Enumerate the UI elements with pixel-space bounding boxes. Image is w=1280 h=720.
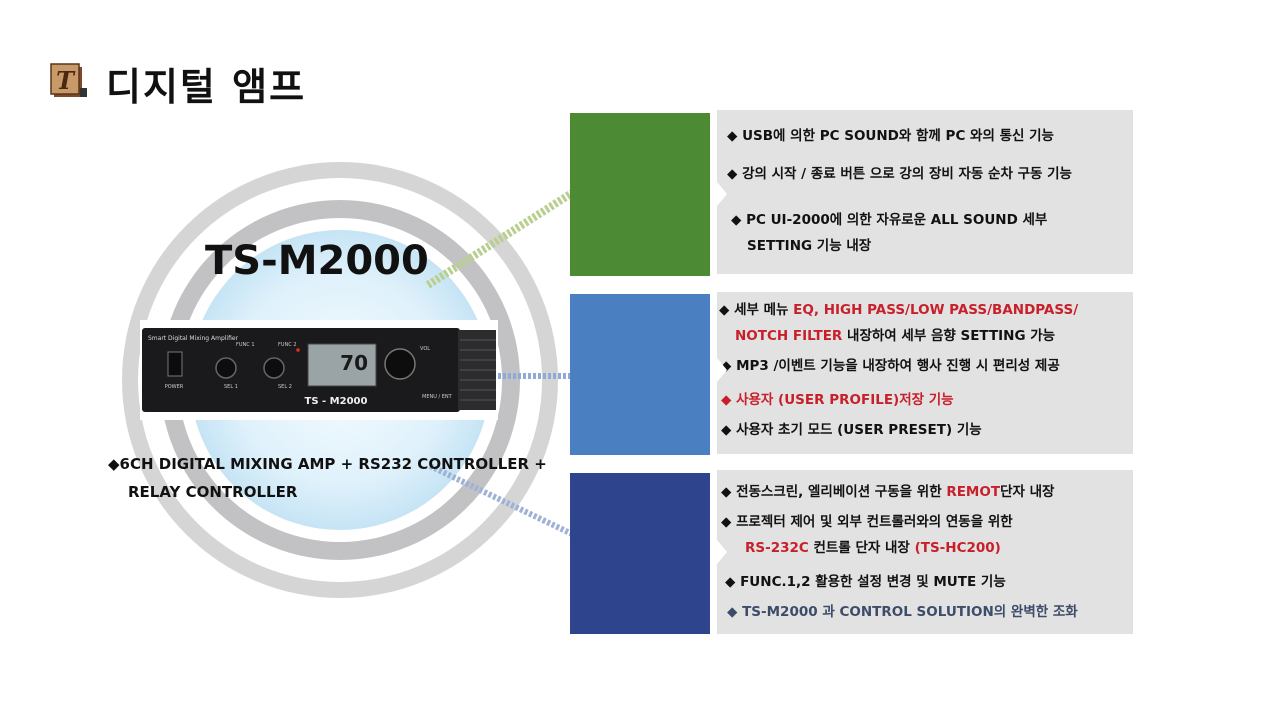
page-title: 디지털 앰프: [106, 65, 307, 109]
feature-panel-2: ◆ 세부 메뉴 EQ, HIGH PASS/LOW PASS/BANDPASS/…: [717, 292, 1133, 454]
title-icon: T: [50, 63, 87, 97]
panel1-item-1: ◆ USB에 의한 PC SOUND와 함께 PC 와의 통신 기능: [727, 128, 1054, 144]
panel3-item-3: ◆ FUNC.1,2 활용한 설정 변경 및 MUTE 기능: [725, 574, 1006, 590]
volume-knob: [384, 348, 416, 380]
panel2-item-3: ◆ 사용자 (USER PROFILE)저장 기능: [721, 392, 954, 408]
func2-led: [296, 348, 300, 352]
feature-panel-1: ◆ USB에 의한 PC SOUND와 함께 PC 와의 통신 기능 ◆ 강의 …: [717, 110, 1133, 274]
panel2-item-2: ◆ MP3 /이벤트 기능을 내장하여 행사 진행 시 편리성 제공: [721, 358, 1060, 374]
lcd-display: [307, 343, 377, 387]
panel3-item-4: ◆ TS-M2000 과 CONTROL SOLUTION의 완벽한 조화: [727, 604, 1078, 620]
panel1-item-3-cont: SETTING 기능 내장: [747, 238, 872, 254]
panel3-item-2-cont: RS-232C 컨트롤 단자 내장 (TS-HC200): [745, 540, 1001, 556]
product-caption: ◆6CH DIGITAL MIXING AMP + RS232 CONTROLL…: [108, 450, 578, 506]
sel2-label: SEL 2: [278, 384, 292, 390]
feature-block-navy: [570, 473, 710, 634]
feature-block-blue: [570, 294, 710, 455]
panel3-item-2: ◆ 프로젝터 제어 및 외부 컨트롤러와의 연동을 위한: [721, 514, 1013, 530]
sel2-knob: [263, 357, 285, 379]
power-switch: [167, 351, 183, 377]
title-icon-letter: T: [56, 66, 76, 95]
amplifier-device-image: Smart Digital Mixing Amplifier POWER FUN…: [140, 320, 498, 420]
sel1-knob: [215, 357, 237, 379]
panel1-notch: [717, 182, 727, 206]
caption-line-2: RELAY CONTROLLER: [128, 483, 298, 501]
device-brand: Smart Digital Mixing Amplifier: [148, 335, 239, 342]
feature-panel-3: ◆ 전동스크린, 엘리베이션 구동을 위한 REMOT단자 내장 ◆ 프로젝터 …: [717, 470, 1133, 634]
panel2-item-1: ◆ 세부 메뉴 EQ, HIGH PASS/LOW PASS/BANDPASS/: [719, 302, 1079, 318]
device-model-label: TS - M2000: [305, 396, 368, 407]
product-name: TS-M2000: [205, 238, 429, 284]
func2-label: FUNC 2: [278, 342, 297, 348]
caption-line-1: ◆6CH DIGITAL MIXING AMP + RS232 CONTROLL…: [108, 455, 547, 473]
feature-block-green: [570, 113, 710, 276]
panel2-notch: [717, 358, 727, 382]
menu-label: MENU / ENT: [422, 394, 453, 400]
lcd-value: 70: [340, 351, 368, 375]
func1-label: FUNC 1: [236, 342, 255, 348]
panel3-notch: [717, 540, 727, 564]
panel1-item-2: ◆ 강의 시작 / 종료 버튼 으로 강의 장비 자동 순차 구동 기능: [727, 166, 1072, 182]
panel2-item-4: ◆ 사용자 초기 모드 (USER PRESET) 기능: [721, 422, 982, 438]
panel2-item-1-cont: NOTCH FILTER 내장하여 세부 음향 SETTING 가능: [735, 328, 1056, 344]
vol-label: VOL: [420, 346, 430, 352]
panel1-item-3: ◆ PC UI-2000에 의한 자유로운 ALL SOUND 세부: [731, 212, 1048, 228]
panel3-item-1: ◆ 전동스크린, 엘리베이션 구동을 위한 REMOT단자 내장: [721, 484, 1055, 500]
sel1-label: SEL 1: [224, 384, 238, 390]
power-label: POWER: [165, 384, 184, 390]
